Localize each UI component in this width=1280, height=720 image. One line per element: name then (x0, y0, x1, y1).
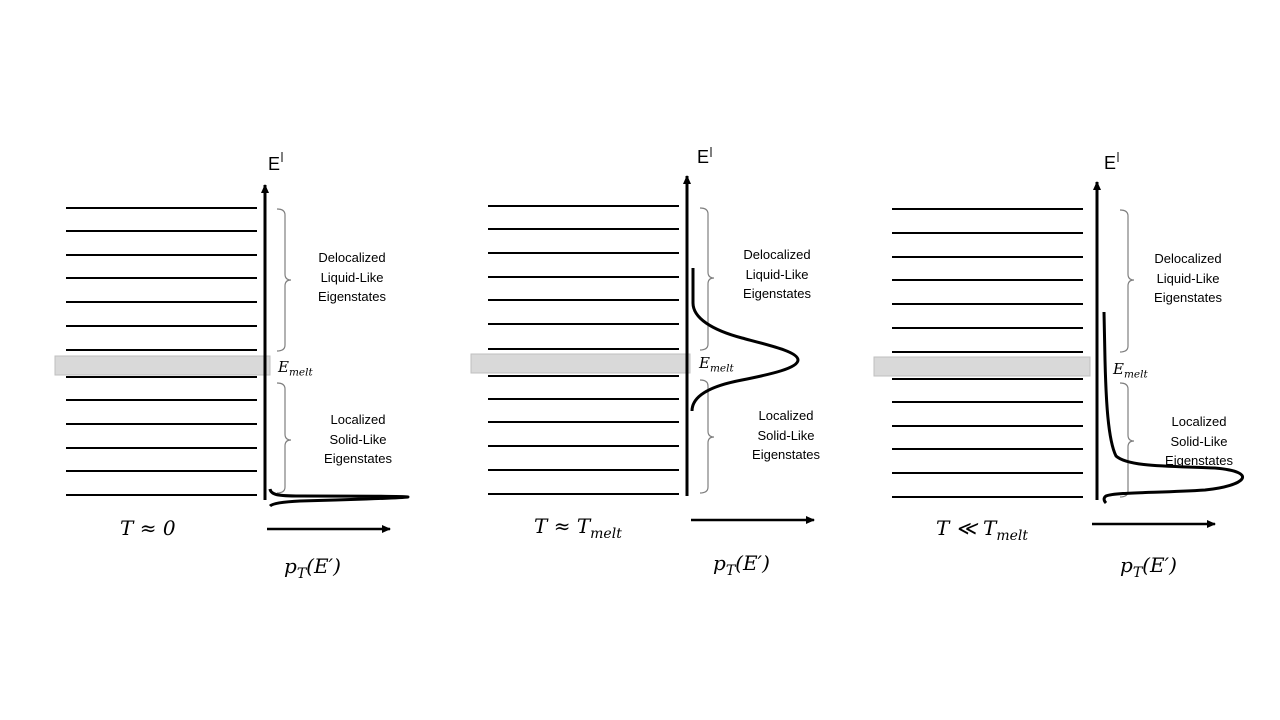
label-line: Eigenstates (743, 286, 811, 301)
symbol: E (699, 354, 710, 372)
energy-levels (488, 205, 679, 495)
panel-below-melting-temperature (873, 152, 1244, 528)
localized-label: Localized Solid-Like Eigenstates (1165, 412, 1233, 471)
melting-band (873, 356, 1091, 377)
probability-label: pT(E′) (1120, 553, 1177, 581)
label-line: Delocalized (318, 250, 386, 265)
probability-curve (268, 488, 410, 508)
subscript: melt (709, 362, 734, 375)
argument: (E′) (735, 551, 770, 575)
subscript: melt (288, 366, 313, 379)
panel-melting-temperature (470, 147, 815, 524)
label-line: Eigenstates (1154, 290, 1222, 305)
symbol: T ≈ T (534, 514, 591, 538)
subscript: T (1132, 564, 1143, 581)
energy-levels (892, 208, 1083, 498)
panel-low-temperature (54, 152, 410, 533)
label-line: Delocalized (1154, 251, 1222, 266)
energy-levels (66, 207, 257, 496)
argument: (E′) (1142, 553, 1177, 577)
probability-curve (690, 268, 800, 412)
label-line: Solid-Like (1170, 433, 1228, 449)
label-line: Solid-Like (757, 427, 815, 443)
melting-energy-label: Emelt (1113, 360, 1148, 381)
upper-bracket (1119, 209, 1135, 353)
symbol: E (278, 358, 289, 376)
probability-curve (1102, 311, 1244, 505)
label-line: Eigenstates (318, 289, 386, 304)
label-line: Eigenstates (1165, 453, 1233, 468)
delocalized-label: Delocalized Liquid-Like Eigenstates (318, 248, 386, 307)
energy-axis-label: E (1104, 153, 1117, 173)
delocalized-label: Delocalized Liquid-Like Eigenstates (743, 245, 811, 304)
temperature-label: T ≪ Tmelt (936, 516, 1028, 544)
label-line: Liquid-Like (1156, 270, 1220, 286)
label-line: Eigenstates (324, 451, 392, 466)
melting-energy-label: Emelt (278, 358, 313, 379)
melting-energy-label: Emelt (699, 354, 734, 375)
upper-bracket (276, 208, 292, 352)
symbol: T ≪ T (936, 516, 997, 540)
label-line: Eigenstates (752, 447, 820, 462)
delocalized-label: Delocalized Liquid-Like Eigenstates (1154, 249, 1222, 308)
label-line: Localized (758, 408, 814, 423)
argument: (E′) (306, 554, 341, 578)
temperature-label: T ≈ Tmelt (534, 514, 622, 542)
label-line: Delocalized (743, 247, 811, 262)
lower-bracket (276, 382, 292, 494)
melting-band (54, 355, 271, 376)
subscript: melt (1123, 368, 1148, 381)
localized-label: Localized Solid-Like Eigenstates (324, 410, 392, 469)
subscript: melt (996, 527, 1029, 544)
symbol: p (1120, 553, 1133, 577)
localized-label: Localized Solid-Like Eigenstates (752, 406, 820, 465)
probability-label: pT(E′) (713, 551, 770, 579)
subscript: melt (590, 525, 622, 542)
subscript: T (296, 565, 307, 582)
symbol: T ≈ 0 (120, 516, 176, 540)
lower-bracket (699, 379, 715, 494)
temperature-label: T ≈ 0 (120, 516, 176, 544)
label-line: Solid-Like (329, 431, 387, 447)
lower-bracket (1119, 382, 1135, 498)
symbol: p (713, 551, 726, 575)
energy-axis-label: E (268, 154, 281, 174)
symbol: p (284, 554, 297, 578)
symbol: E (1113, 360, 1124, 378)
upper-bracket (699, 207, 715, 351)
subscript: T (725, 562, 736, 579)
energy-axis-label: E (697, 147, 710, 167)
label-line: Localized (1171, 414, 1227, 429)
probability-label: pT(E′) (284, 554, 341, 582)
melting-band (470, 353, 691, 374)
label-line: Liquid-Like (320, 269, 384, 285)
label-line: Localized (330, 412, 386, 427)
label-line: Liquid-Like (745, 266, 809, 282)
